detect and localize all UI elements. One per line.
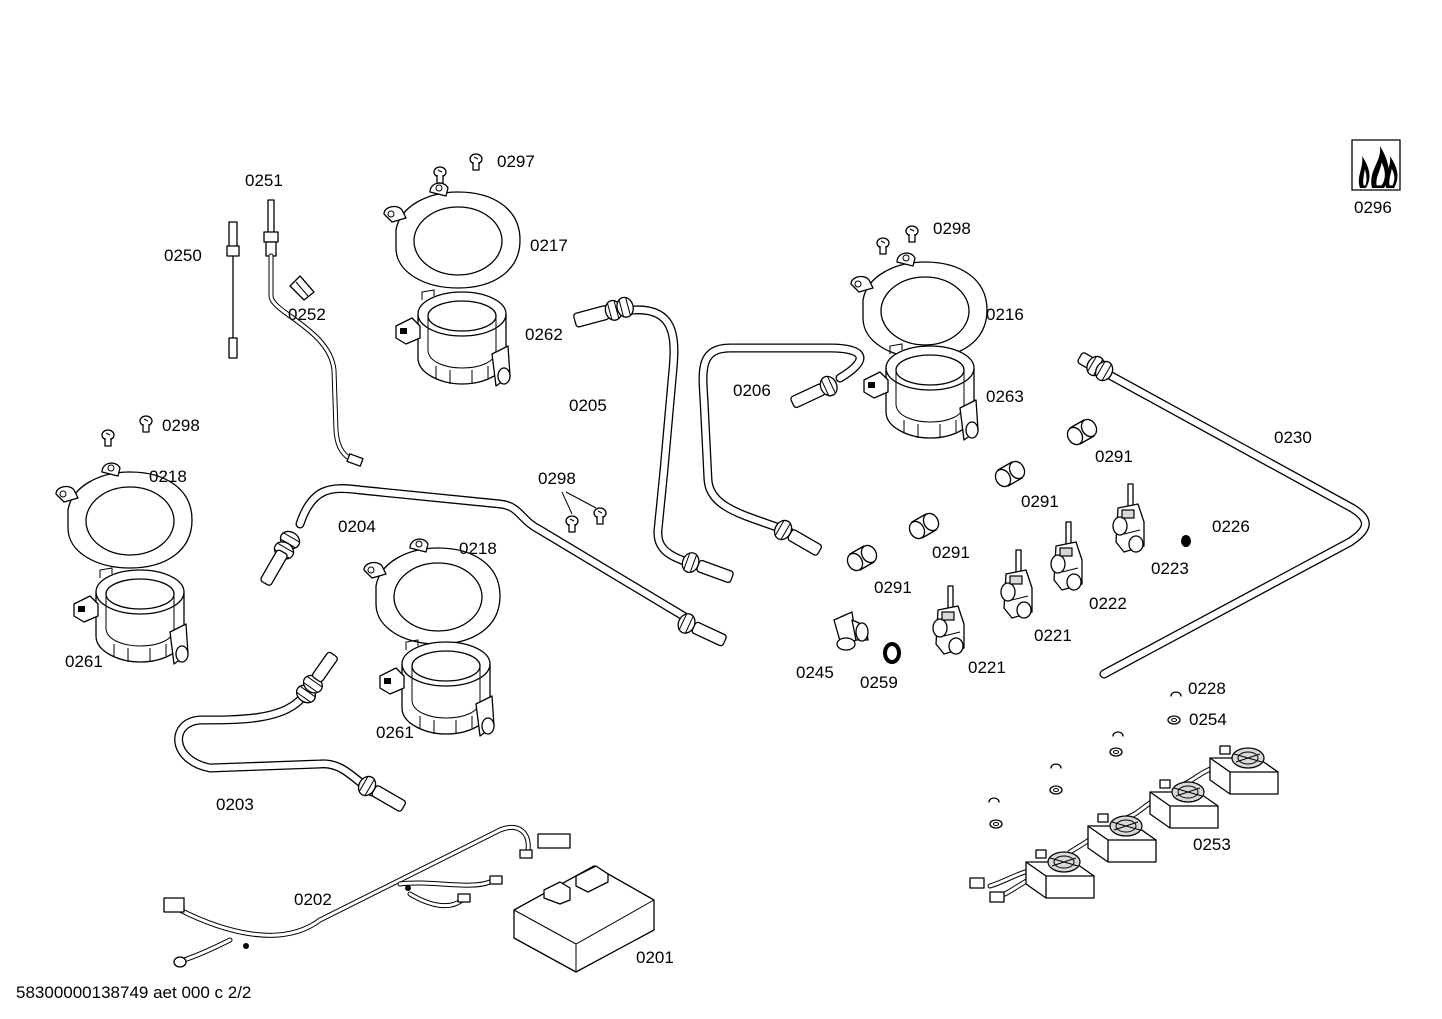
label-0218-left: 0218 <box>149 467 187 486</box>
screw-0297-a <box>433 166 447 184</box>
part-0226 <box>1181 535 1191 547</box>
label-0203: 0203 <box>216 795 254 814</box>
label-0222: 0222 <box>1089 594 1127 613</box>
label-0221-b: 0221 <box>968 658 1006 677</box>
label-0297: 0297 <box>497 152 535 171</box>
label-0204: 0204 <box>338 517 376 536</box>
label-0291-b: 0291 <box>1021 492 1059 511</box>
label-0245: 0245 <box>796 663 834 682</box>
elbow-fitting-0245 <box>833 611 869 651</box>
label-0250: 0250 <box>164 246 202 265</box>
label-0217: 0217 <box>530 236 568 255</box>
label-0253: 0253 <box>1193 835 1231 854</box>
gasket-0216 <box>850 252 988 359</box>
label-0226: 0226 <box>1212 517 1250 536</box>
label-0298-left: 0298 <box>162 416 200 435</box>
burner-cup-0261-b <box>379 639 495 737</box>
seal-ring-0259 <box>883 642 901 664</box>
gasket-0217 <box>383 182 521 289</box>
label-0201: 0201 <box>636 948 674 967</box>
label-0205: 0205 <box>569 396 607 415</box>
drawing-code: 58300000138749 aet 000 c 2/2 <box>16 983 251 1002</box>
part-labels: 0297 0251 0217 0250 0252 0262 0205 0298 … <box>65 152 1392 967</box>
screw-0298-a <box>876 237 890 255</box>
label-0259: 0259 <box>860 673 898 692</box>
burner-cup-0262 <box>395 289 511 387</box>
nozzle-0291-d <box>843 542 881 574</box>
spark-generator-0201 <box>513 865 655 973</box>
label-0216: 0216 <box>986 305 1024 324</box>
burner-cup-0263 <box>863 343 979 441</box>
label-0202: 0202 <box>294 890 332 909</box>
label-0230: 0230 <box>1274 428 1312 447</box>
label-0298-top: 0298 <box>933 219 971 238</box>
label-0291-a: 0291 <box>1095 447 1133 466</box>
label-0228: 0228 <box>1188 679 1226 698</box>
label-0291-d: 0291 <box>874 578 912 597</box>
clip-0252 <box>289 275 315 301</box>
gas-valve-0221-b <box>1000 549 1033 619</box>
gas-valve-0222 <box>1050 521 1083 591</box>
ignition-switch-set-0253 <box>969 745 1279 903</box>
flame-symbol-0296 <box>1351 139 1401 191</box>
label-0252: 0252 <box>288 305 326 324</box>
label-0298-center: 0298 <box>538 469 576 488</box>
gas-valve-0221-a <box>932 585 965 655</box>
label-0221-a: 0221 <box>1034 626 1072 645</box>
gas-pipe-0206 <box>698 343 865 556</box>
label-0261-center: 0261 <box>376 723 414 742</box>
label-0206: 0206 <box>733 381 771 400</box>
label-0251: 0251 <box>245 171 283 190</box>
label-0296: 0296 <box>1354 198 1392 217</box>
thermocouple-0251 <box>263 199 364 467</box>
gas-valve-0223 <box>1112 483 1145 553</box>
label-0263: 0263 <box>986 387 1024 406</box>
label-0254: 0254 <box>1189 710 1227 729</box>
gas-pipe-0205 <box>573 294 734 584</box>
screw-0298-d <box>139 415 153 433</box>
nozzle-0291-a <box>1063 416 1101 448</box>
label-0291-c: 0291 <box>932 543 970 562</box>
label-0262: 0262 <box>525 325 563 344</box>
ignition-electrode-0250 <box>226 221 240 359</box>
screw-0298-c <box>101 429 115 447</box>
wiring-harness-0202 <box>163 825 571 968</box>
burner-cup-0261-a <box>73 567 189 665</box>
label-0261-left: 0261 <box>65 652 103 671</box>
label-0218-center: 0218 <box>459 539 497 558</box>
label-0223: 0223 <box>1151 559 1189 578</box>
nozzle-0291-b <box>991 458 1029 490</box>
gas-pipe-0230 <box>1077 352 1370 679</box>
screw-0298-b <box>905 225 919 243</box>
screws-0298-center <box>561 491 607 533</box>
screw-0297-b <box>469 153 483 171</box>
gas-pipe-0203 <box>174 651 406 812</box>
clips-0228 <box>988 691 1182 803</box>
nozzle-0291-c <box>905 510 943 542</box>
gas-pipe-0204 <box>260 484 727 647</box>
